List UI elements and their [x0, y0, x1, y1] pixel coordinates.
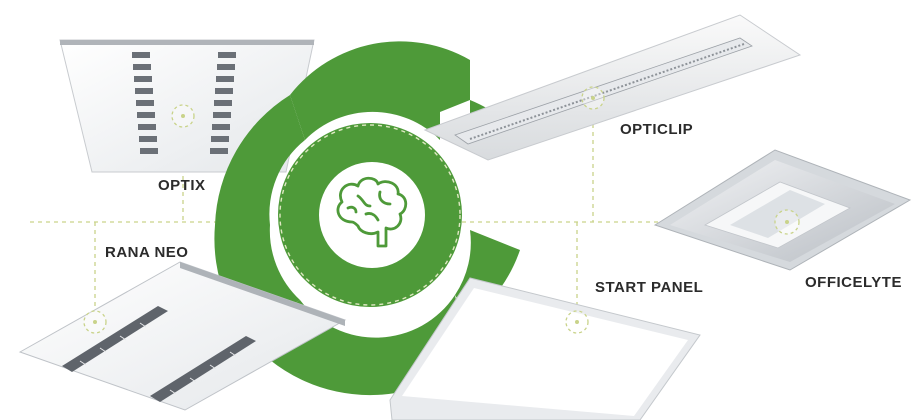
label-optix: OPTIX — [158, 177, 206, 194]
label-opticlip: OPTICLIP — [620, 121, 694, 138]
opticlip-luminaire — [423, 14, 802, 161]
brain-icon — [336, 176, 408, 248]
label-officelyte: OFFICELYTE — [805, 274, 902, 291]
label-rana-neo: RANA NEO — [105, 244, 189, 261]
label-start-panel: START PANEL — [595, 279, 704, 296]
rana-neo-luminaire — [18, 261, 347, 411]
inner-dashed-ring — [279, 124, 461, 306]
node-circles — [83, 86, 800, 334]
start-panel-luminaire — [389, 277, 701, 420]
officelyte-luminaire — [653, 149, 912, 271]
